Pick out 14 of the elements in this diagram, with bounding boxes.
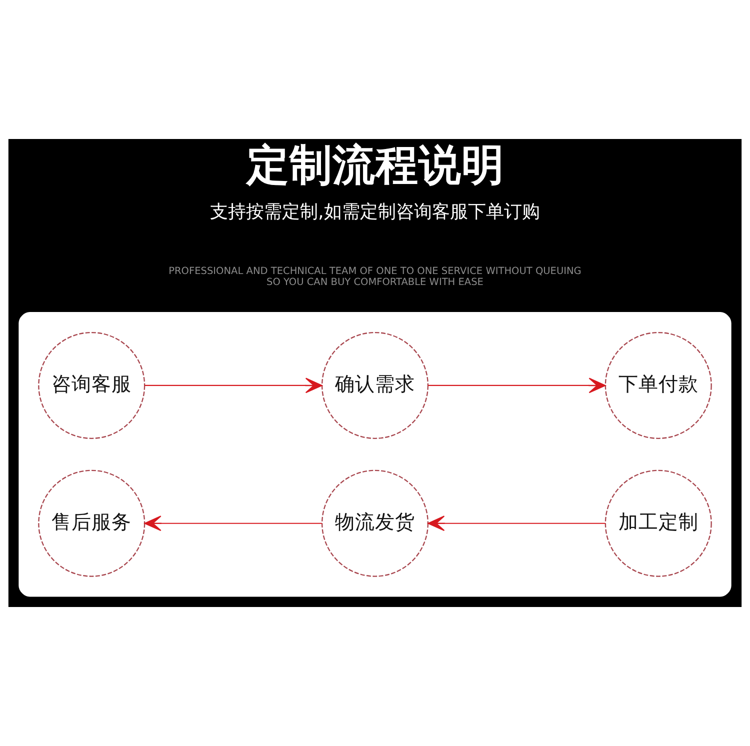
label: PROFESSIONAL AND TECHNICAL TEAM OF ONE TO ONE SERVICE WITHOUT QUEUING SO YOU CAN BUY COMFORTABLE WITH EASE: [168, 266, 582, 288]
arrow: [428, 378, 606, 394]
node-circle: 咨询客服: [38, 332, 146, 439]
arrow: [144, 516, 322, 532]
node-circle: 加工定制: [604, 470, 712, 577]
arrow: [144, 378, 322, 394]
label: 支持按需定制,如需定制咨询客服下单订购: [210, 201, 540, 222]
node-circle: 确认需求: [321, 332, 429, 439]
arrow: [428, 516, 606, 532]
node-circle: 物流发货: [321, 470, 429, 577]
node-circle: 售后服务: [38, 470, 146, 577]
diagram-title: 定制流程说明: [246, 140, 504, 190]
cluster: [18, 312, 732, 597]
node-circle: 下单付款: [604, 332, 712, 439]
